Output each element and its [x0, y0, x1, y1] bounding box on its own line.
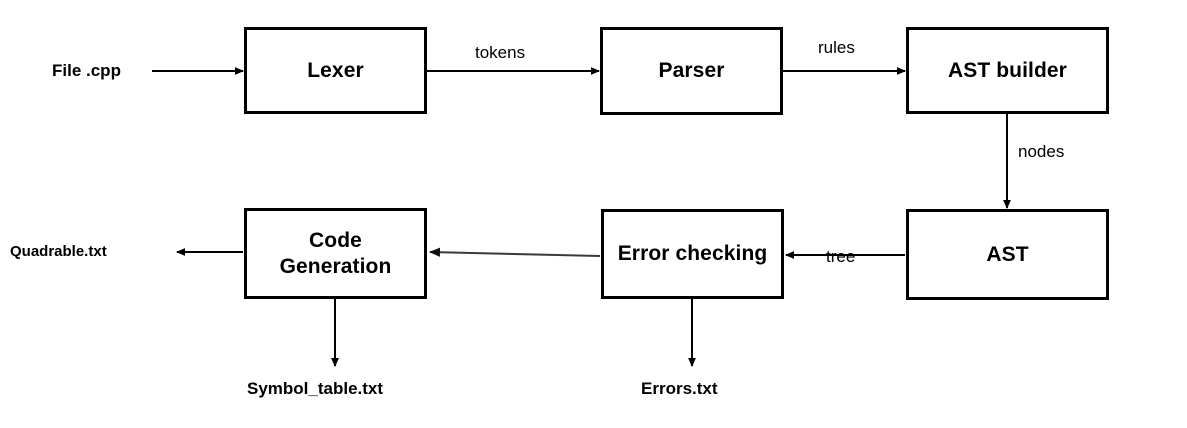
node-ast-builder-label: AST builder [948, 58, 1067, 82]
node-error-checking-label: Error checking [617, 242, 768, 266]
io-label-errors-txt: Errors.txt [641, 379, 718, 398]
edge-label-rules: rules [818, 38, 855, 57]
node-code-generation-label: Code Generation [279, 229, 392, 278]
node-code-generation[interactable]: Code Generation [244, 208, 427, 299]
node-error-checking[interactable]: Error checking [601, 209, 784, 299]
node-parser-label: Parser [658, 59, 725, 83]
node-ast-label: AST [986, 242, 1029, 266]
node-lexer-label: Lexer [307, 58, 364, 82]
edge-label-nodes: nodes [1018, 142, 1065, 161]
edge-label-tokens: tokens [475, 43, 526, 62]
io-label-quadrable-txt: Quadrable.txt [10, 243, 107, 260]
edge-label-tree: tree [826, 247, 856, 266]
node-ast-builder[interactable]: AST builder [906, 27, 1109, 114]
node-lexer[interactable]: Lexer [244, 27, 427, 114]
edge-errorchecking-to-codegeneration [429, 247, 601, 257]
node-parser[interactable]: Parser [600, 27, 783, 115]
io-label-file-cpp: File .cpp [52, 61, 121, 80]
io-label-symbol-table-txt: Symbol_table.txt [247, 379, 384, 398]
node-ast[interactable]: AST [906, 209, 1109, 300]
